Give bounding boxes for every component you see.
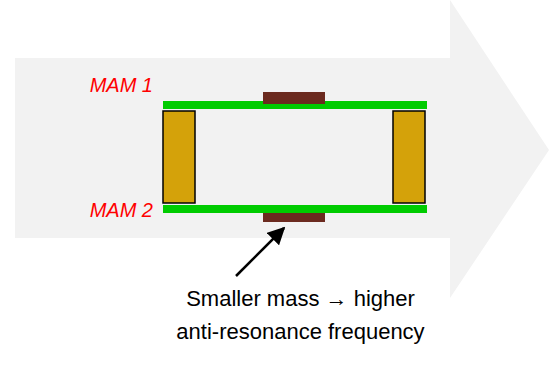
layer-label: MAM 1	[60, 73, 153, 97]
mass-top	[263, 92, 325, 104]
mass-bottom	[263, 213, 325, 222]
layer-label: MAM 2	[60, 198, 153, 222]
annotation-note: Smaller mass → higher anti-resonance fre…	[163, 282, 438, 348]
leader-arrow	[236, 228, 284, 276]
frame-right	[393, 111, 425, 203]
membrane-bottom	[163, 205, 427, 213]
frame-left	[163, 111, 195, 203]
background-arrow	[15, 0, 549, 298]
